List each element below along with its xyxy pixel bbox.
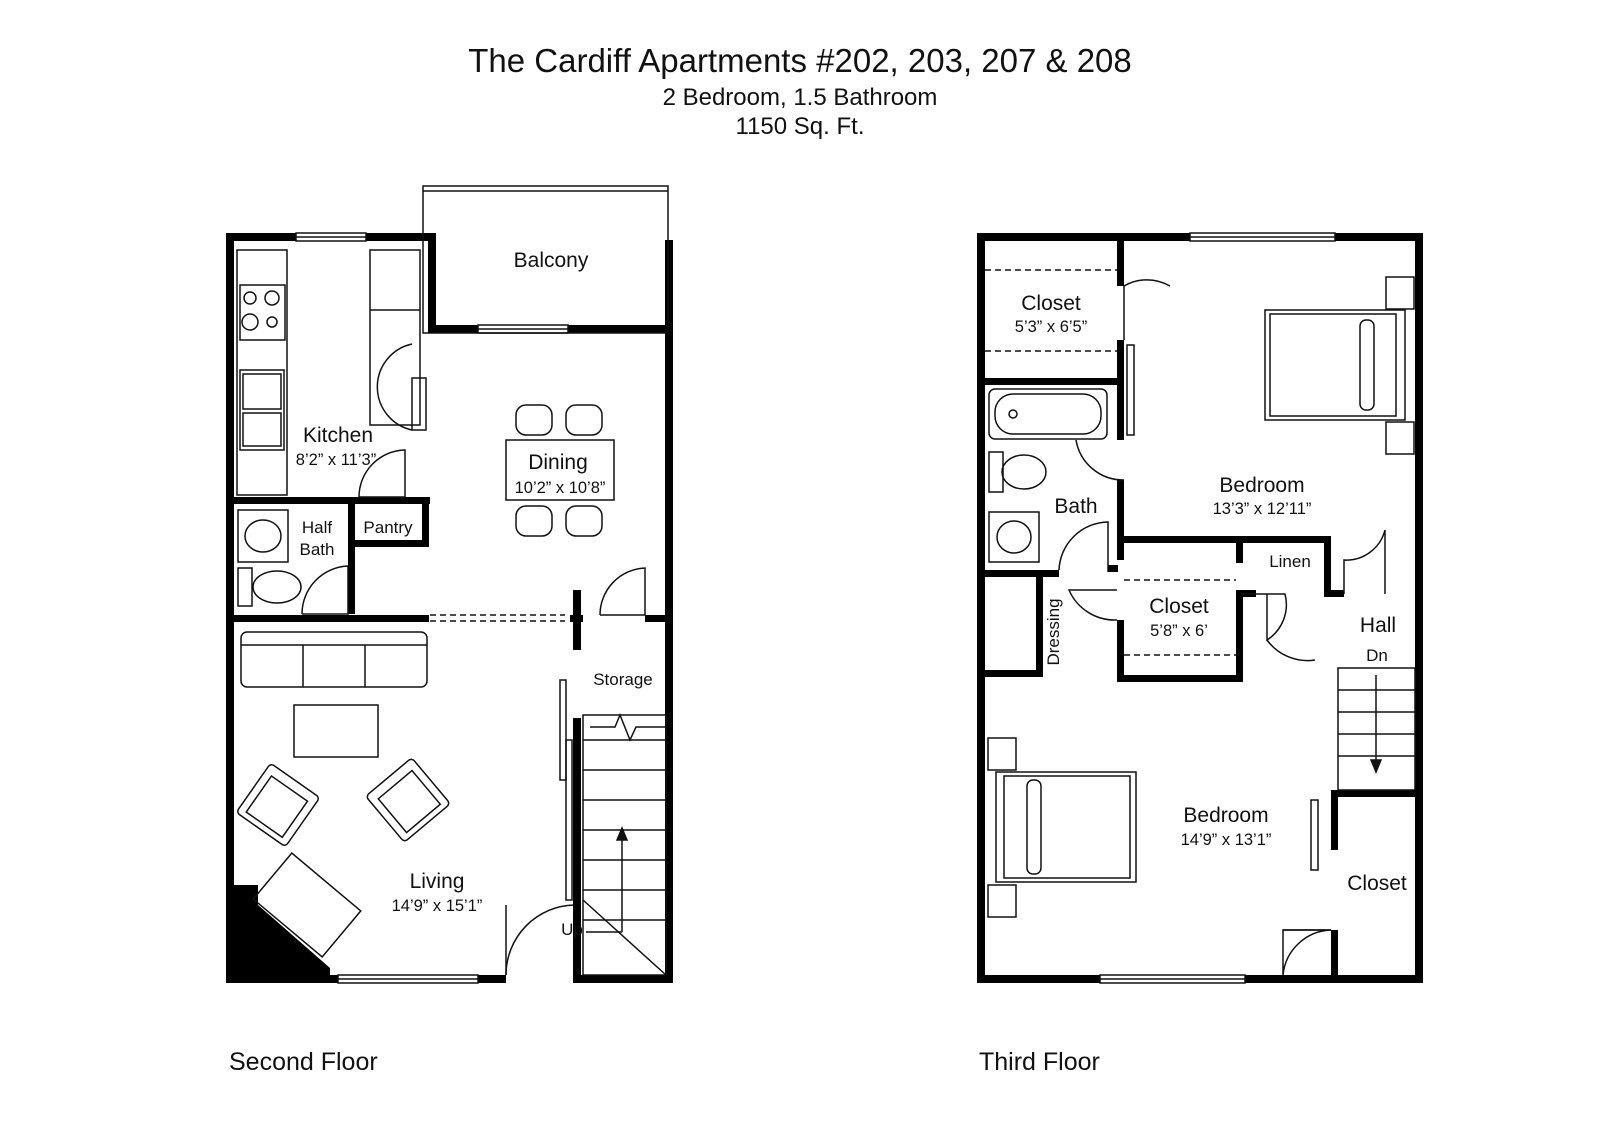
room-label-half-bath-line1: Half xyxy=(302,518,333,537)
room-label-closet-b: Closet xyxy=(1149,595,1209,618)
room-label-closet-c: Closet xyxy=(1347,872,1407,895)
plan-subtitle: 2 Bedroom, 1.5 Bathroom xyxy=(662,84,938,111)
balcony-rail xyxy=(422,185,669,334)
living-furniture xyxy=(237,631,450,958)
room-dims-living: 14’9” x 15’1” xyxy=(392,897,483,915)
room-label-closet-a: Closet xyxy=(1021,292,1081,315)
room-label-pantry: Pantry xyxy=(363,518,413,537)
room-label-linen: Linen xyxy=(1269,552,1311,571)
room-label-kitchen: Kitchen xyxy=(303,424,373,447)
second-floor-stairs xyxy=(505,679,667,976)
room-dims-bedroom-main: 13’3” x 12’11” xyxy=(1213,500,1312,518)
plan-title: The Cardiff Apartments #202, 203, 207 & … xyxy=(468,42,1132,79)
room-label-bedroom-second: Bedroom xyxy=(1183,804,1268,827)
bedroom-second-bed xyxy=(987,737,1137,918)
bedroom-main-bed xyxy=(1264,276,1415,455)
room-dims-bedroom-second: 14’9” x 13’1” xyxy=(1181,831,1272,849)
room-label-hall: Hall xyxy=(1360,614,1396,637)
room-label-living: Living xyxy=(410,870,465,893)
stairs-label-up: Up xyxy=(561,920,583,939)
room-dims-dining: 10’2” x 10’8” xyxy=(515,479,606,497)
bath-fixtures xyxy=(988,344,1135,572)
stairs-label-down: Dn xyxy=(1366,646,1388,665)
room-label-bath: Bath xyxy=(1054,495,1097,518)
second-floor-windows xyxy=(295,232,569,984)
room-label-storage: Storage xyxy=(593,670,653,689)
plan-area: 1150 Sq. Ft. xyxy=(735,113,865,140)
room-label-dining: Dining xyxy=(528,451,588,474)
floor-label-second: Second Floor xyxy=(229,1048,378,1076)
room-label-half-bath-line2: Bath xyxy=(300,540,335,559)
room-dims-kitchen: 8’2” x 11’3” xyxy=(296,451,376,469)
third-floor-plan xyxy=(977,232,1423,984)
room-label-bedroom-main: Bedroom xyxy=(1219,474,1304,497)
room-label-dressing: Dressing xyxy=(1044,598,1063,665)
room-label-balcony: Balcony xyxy=(514,249,589,272)
second-floor-plan xyxy=(226,185,673,984)
third-floor-stairs xyxy=(1337,667,1416,791)
room-dims-closet-b: 5’8” x 6’ xyxy=(1150,622,1208,640)
dining-table xyxy=(505,404,615,537)
floor-label-third: Third Floor xyxy=(979,1048,1100,1076)
half-bath-fixtures xyxy=(237,509,349,615)
room-dims-closet-a: 5’3” x 6’5” xyxy=(1015,318,1087,336)
third-floor-windows xyxy=(1099,232,1336,984)
kitchen-fixtures xyxy=(236,249,427,498)
